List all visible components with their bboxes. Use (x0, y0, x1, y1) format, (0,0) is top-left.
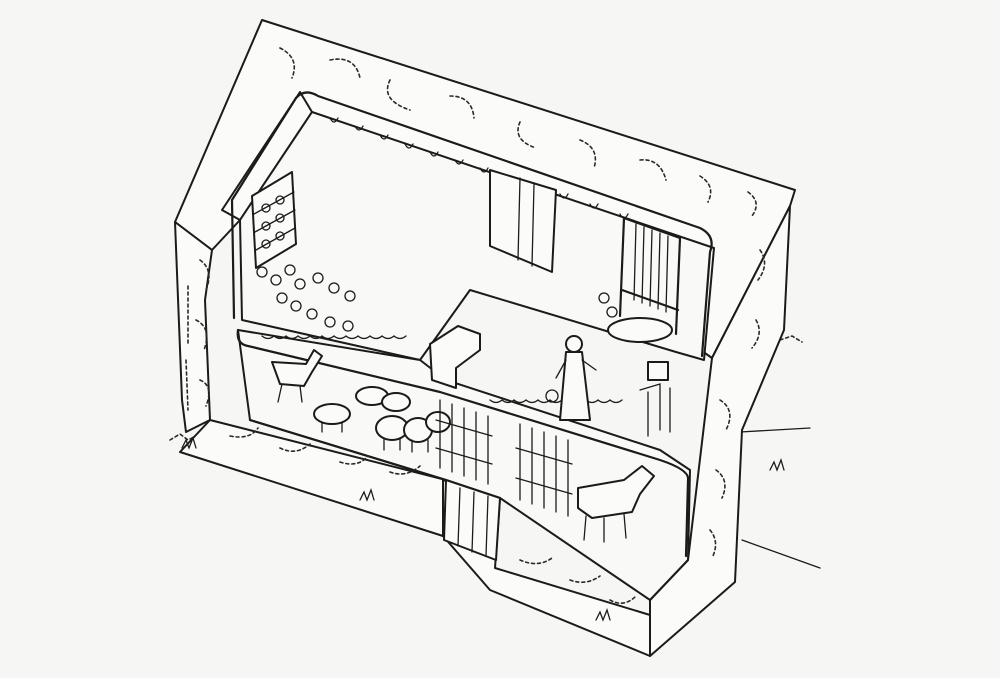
stall-fences (435, 399, 573, 517)
back-doorway (489, 169, 557, 273)
left-end-wall (174, 221, 213, 433)
wall-texture (185, 47, 766, 604)
upper-floor (239, 111, 715, 361)
loom-icon (607, 216, 682, 343)
hearth-block (429, 325, 481, 389)
grass-tufts (181, 436, 785, 622)
pot-icon (256, 264, 618, 332)
sheep-icon (271, 349, 451, 453)
front-doorway (443, 479, 501, 561)
person-icon (545, 335, 671, 437)
shelf-with-pots (251, 171, 297, 269)
horse-icon (577, 465, 655, 543)
